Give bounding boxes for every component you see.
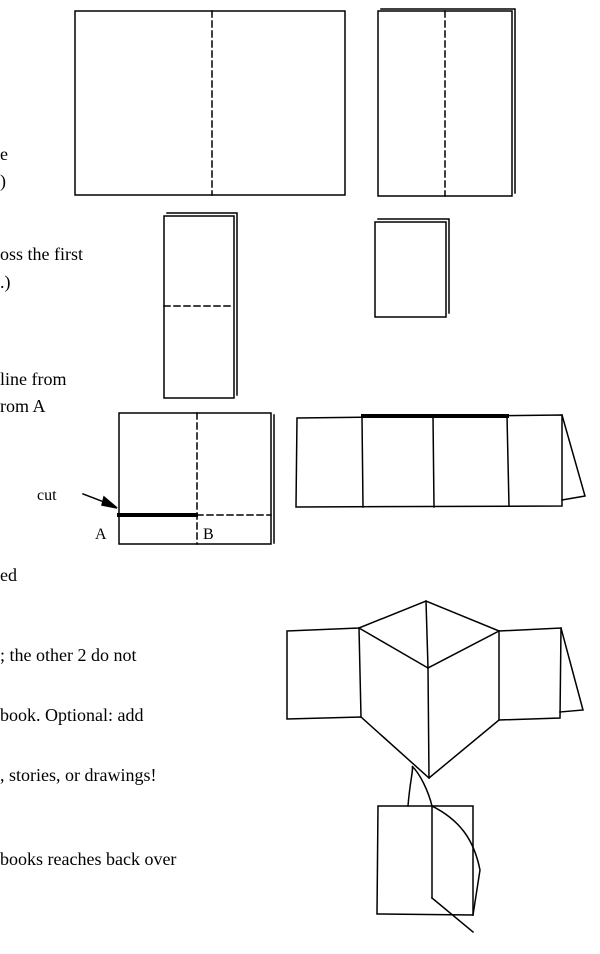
instruction-fragment-6: book. Optional: add: [0, 705, 144, 725]
instruction-fragment-3b: rom A: [0, 396, 46, 416]
instruction-fragment-4: ed: [0, 565, 17, 585]
instruction-fragment-5: ; the other 2 do not: [0, 645, 137, 665]
instruction-fragment-1b: ): [0, 171, 6, 191]
cut-label: cut: [37, 487, 57, 504]
standing-book-diagram: [376, 765, 481, 934]
instruction-fragment-3a: line from: [0, 369, 67, 389]
sheet-folded-half-diagram: [377, 8, 516, 197]
point-b-label: B: [203, 526, 214, 543]
sheet-unfolded-diagram: [74, 10, 346, 196]
cut-sheet-diagram: [117, 412, 275, 545]
instruction-fragment-1a: e: [0, 144, 8, 164]
instruction-fragment-2a: oss the first: [0, 244, 83, 264]
instruction-fragment-7: , stories, or drawings!: [0, 765, 157, 785]
point-a-label: A: [95, 526, 107, 543]
folded-quarter-diagram: [374, 218, 450, 318]
long-strip-diagram: [295, 414, 586, 508]
instruction-fragment-8: books reaches back over: [0, 849, 177, 869]
folded-strip-diagram: [163, 212, 238, 399]
opened-book-diagram: [286, 600, 584, 779]
cut-arrow: [82, 493, 118, 509]
instruction-fragment-2b: .): [0, 272, 11, 292]
